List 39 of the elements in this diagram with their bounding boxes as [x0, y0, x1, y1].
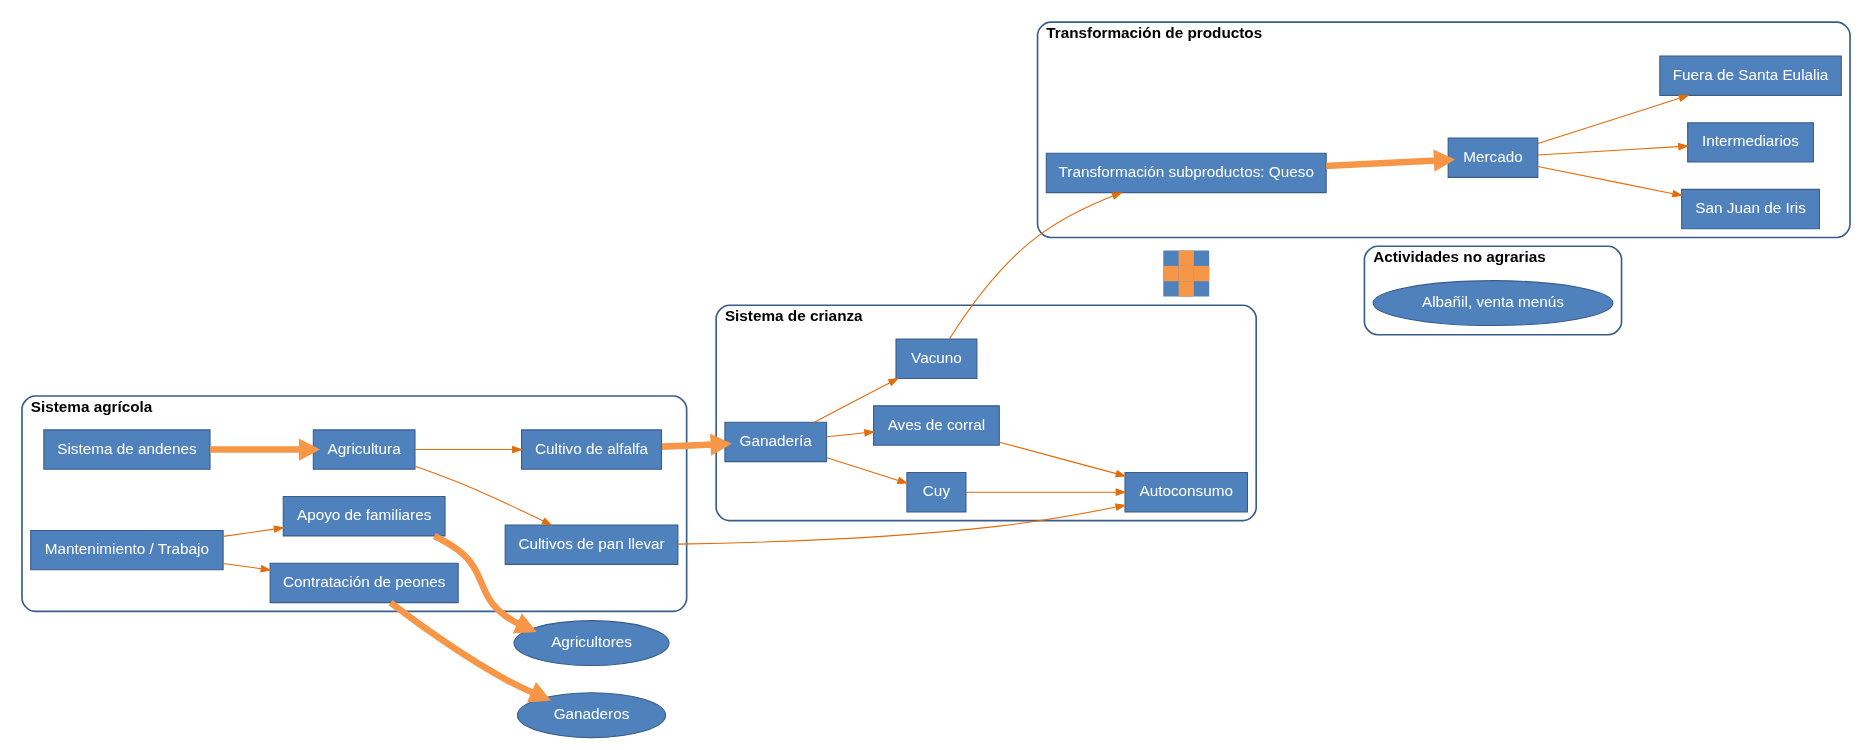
arrow — [210, 437, 321, 461]
arrow — [813, 377, 900, 423]
node-box: Cuy — [906, 471, 967, 512]
node-ellipse: Agricultores — [513, 619, 670, 666]
node-box: Autoconsumo — [1124, 471, 1248, 512]
node-box: Mantenimiento / Trabajo — [30, 529, 224, 570]
arrow — [826, 456, 909, 484]
node-box: Contratación de peones — [269, 562, 459, 603]
node-box: Intermediarios — [1687, 121, 1814, 163]
node-box: Transformación subproductos: Queso — [1045, 152, 1327, 193]
arrow — [677, 502, 1127, 545]
arrow — [1537, 165, 1684, 197]
arrow — [1537, 142, 1690, 156]
node-ellipse: Albañil, venta menús — [1372, 279, 1614, 326]
arrow — [948, 191, 1123, 339]
node-box: Aves de corral — [873, 404, 1000, 446]
node-box: Agricultura — [312, 428, 416, 470]
node-box: Apoyo de familiares — [282, 495, 446, 536]
arrow — [222, 524, 285, 537]
arrow — [414, 465, 553, 526]
arrow — [222, 562, 272, 572]
arrow — [1326, 148, 1456, 172]
node-ellipse: Ganaderos — [516, 691, 667, 738]
node-box: Cultivos de pan llevar — [504, 523, 679, 565]
arrow — [1537, 94, 1690, 144]
node-box: Vacuno — [895, 338, 978, 379]
arrow — [965, 487, 1127, 496]
node-box: Sistema de andenes — [43, 428, 211, 470]
arrow — [414, 445, 524, 453]
node-box: Ganadería — [724, 421, 828, 462]
arrow — [826, 428, 876, 437]
arrow — [998, 441, 1127, 477]
arrow — [661, 432, 732, 456]
arrow — [388, 599, 551, 702]
node-box: Mercado — [1447, 136, 1539, 178]
node-box: Fuera de Santa Eulalia — [1659, 54, 1842, 96]
node-box: Cultivo de alfalfa — [521, 428, 663, 470]
arrow — [432, 532, 537, 634]
node-box: San Juan de Iris — [1681, 188, 1820, 229]
